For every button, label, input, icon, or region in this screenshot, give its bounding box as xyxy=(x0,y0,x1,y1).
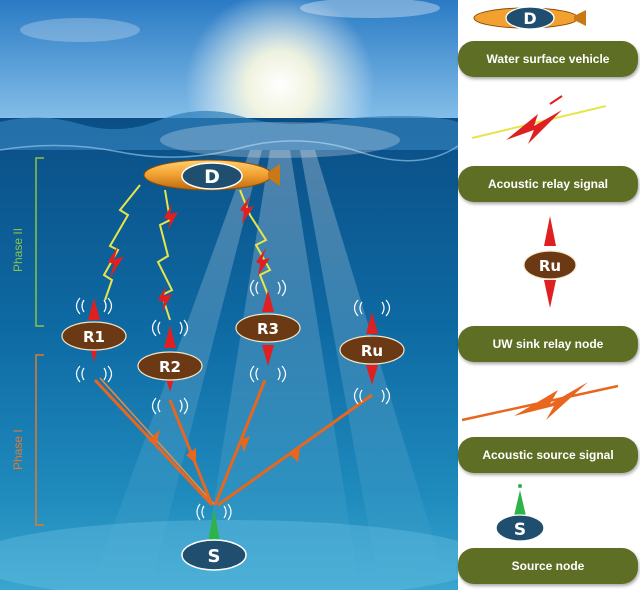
relay-node-r2: R2 xyxy=(137,319,203,415)
vehicle-label: D xyxy=(204,166,220,188)
legend-source-signal-caption: Acoustic source signal xyxy=(458,437,638,473)
relay-signal-r2 xyxy=(156,189,178,321)
legend-source-caption: Source node xyxy=(458,548,638,584)
legend-source-label: S xyxy=(514,520,526,540)
cloud xyxy=(20,18,140,42)
legend-relay-caption: UW sink relay node xyxy=(458,326,638,362)
source-node: S xyxy=(181,503,247,571)
relay-signal-r1 xyxy=(102,184,141,301)
surface-vehicle: D xyxy=(143,159,280,191)
underwater-scene: Phase II Phase I D R1 xyxy=(0,0,458,590)
scene-svg: Phase II Phase I D R1 xyxy=(0,0,458,590)
relay-label: R1 xyxy=(83,328,105,346)
relay-node-r3: R3 xyxy=(235,279,301,383)
legend-relay-signal-icon xyxy=(471,95,607,144)
legend-relay-icon: Ru xyxy=(523,216,577,308)
relay-signal-r3 xyxy=(239,189,272,296)
light-ray xyxy=(200,150,360,590)
legend-vehicle-icon: D xyxy=(473,6,586,30)
phase-i-label: Phase I xyxy=(11,429,25,470)
legend-source-signal-icon xyxy=(461,382,619,422)
wave-line xyxy=(0,140,458,162)
relay-node-ru: Ru xyxy=(339,299,405,405)
relay-label: R2 xyxy=(159,358,181,376)
source-signal-r1 xyxy=(93,377,216,507)
phase-i-bracket: Phase I xyxy=(11,354,44,526)
phase-ii-label: Phase II xyxy=(11,228,25,272)
source-signal-r2 xyxy=(168,399,214,506)
relay-node-r1: R1 xyxy=(61,297,127,383)
source-signal-ru xyxy=(217,393,373,507)
source-signal-r3 xyxy=(213,379,267,506)
surface-glare xyxy=(160,122,400,158)
source-label: S xyxy=(208,546,221,567)
legend-relay-signal-caption: Acoustic relay signal xyxy=(458,166,638,202)
legend-vehicle-label: D xyxy=(523,9,536,28)
legend-source-icon: S xyxy=(495,484,545,542)
surface-waves xyxy=(0,110,458,150)
legend-vehicle-caption: Water surface vehicle xyxy=(458,41,638,77)
legend-panel: D Water surface vehicle Acoustic relay s… xyxy=(458,0,640,590)
legend-relay-label: Ru xyxy=(539,257,561,275)
phase-ii-bracket: Phase II xyxy=(11,157,44,327)
relay-label: R3 xyxy=(257,320,279,338)
relay-label: Ru xyxy=(361,342,383,360)
